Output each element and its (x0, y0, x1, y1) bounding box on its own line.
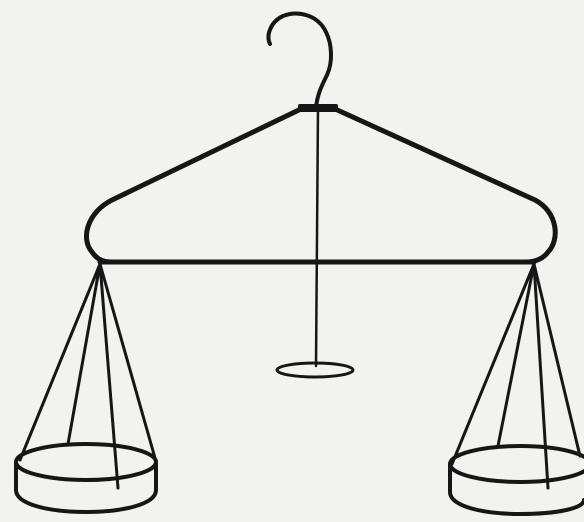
pointer-rod (316, 108, 318, 366)
right-pan-strings (452, 264, 580, 488)
hanger-left-shoulder (86, 108, 303, 262)
right-pan (450, 446, 584, 514)
left-pan-strings (20, 264, 155, 488)
left-pan (16, 444, 156, 512)
hanger-hook (269, 14, 332, 108)
hanger-right-shoulder (333, 108, 555, 262)
